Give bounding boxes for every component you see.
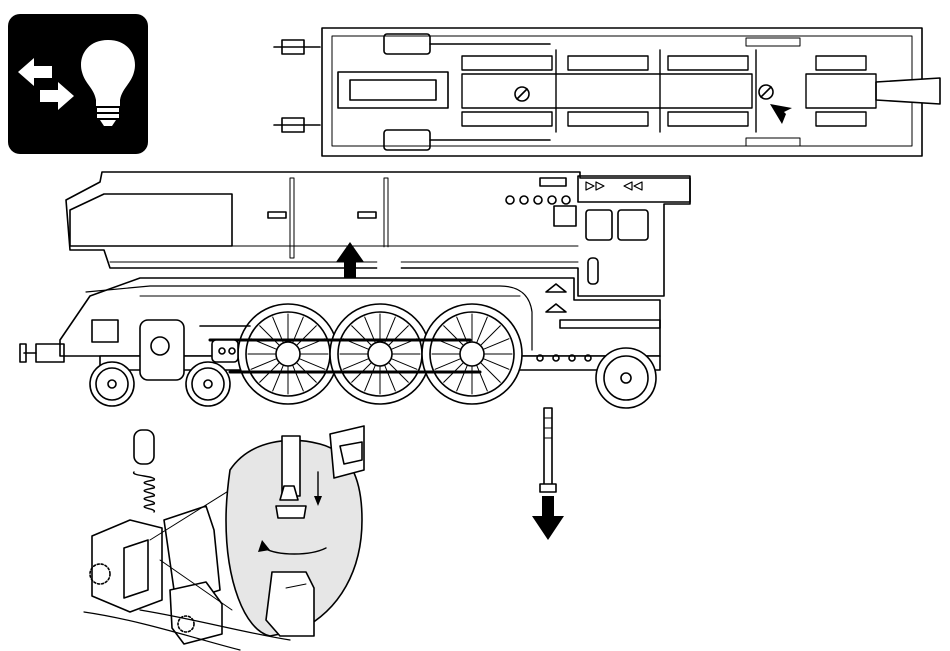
screw-removal-detail [532, 408, 564, 540]
arrow-down-icon [532, 496, 564, 540]
locomotive-side-view [20, 172, 690, 408]
bulb-socket-detail [84, 426, 364, 650]
swap-arrows-lightbulb-icon [8, 14, 148, 154]
underside-view [274, 28, 940, 156]
pointer-arrow-icon [770, 104, 800, 128]
driving-wheels [238, 304, 522, 404]
